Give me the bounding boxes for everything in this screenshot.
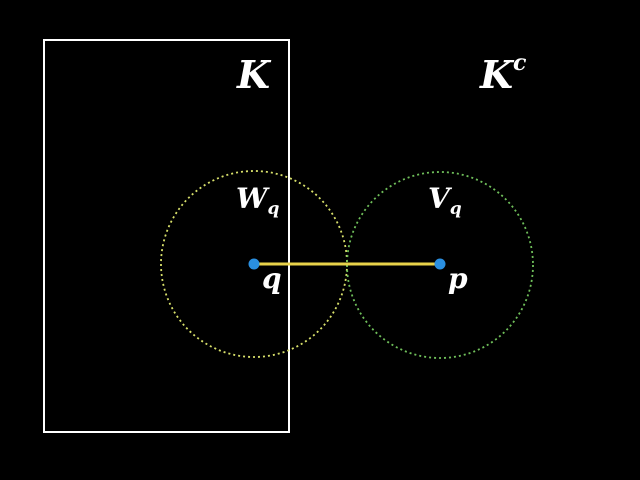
point-q-dot: [248, 258, 260, 270]
label-k-complement: Kc: [479, 50, 527, 97]
label-w-q: Wq: [236, 182, 279, 219]
label-w-sub: q: [267, 199, 279, 219]
label-k-complement-sup: c: [513, 50, 527, 76]
label-v-base: V: [428, 182, 453, 215]
label-k: K: [236, 52, 272, 97]
label-w-base: W: [236, 182, 270, 215]
point-p-dot: [434, 258, 446, 270]
label-point-q: q: [262, 262, 282, 295]
set-k-rectangle: [43, 39, 290, 433]
label-k-complement-base: K: [479, 52, 515, 97]
label-v-q: Vq: [428, 182, 462, 219]
label-point-p: p: [448, 262, 468, 295]
label-v-sub: q: [450, 199, 462, 219]
